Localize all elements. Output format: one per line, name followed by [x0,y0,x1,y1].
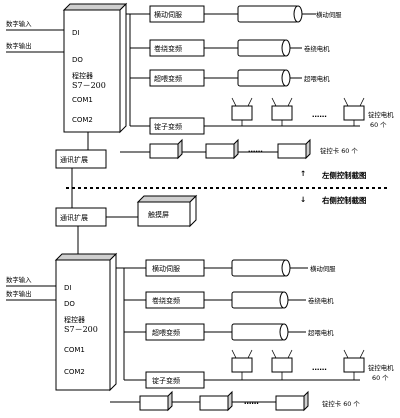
bottom-digital-output-label: 数字输出 [6,289,32,298]
top-plc: DI DO 程控器 S7－200 COM1 COM2 [62,2,128,134]
middle-comm-expansion: 通讯扩展 [55,207,138,258]
bottom-spindle-vfd-label: 锭子变频 [152,376,180,385]
left-control-section-label: 左侧控制截图 [321,171,366,180]
bottom-spindle-motor-label: 锭控电机 [368,363,394,372]
bottom-spindle-cards: …… 锭控卡 60 个 [110,390,360,412]
bottom-overfeed-motor [231,323,285,341]
touchscreen: 触摸屏 [136,194,198,228]
top-overfeed-motor [237,69,287,87]
top-spindle-vfd-label: 锭子变频 [154,122,182,131]
top-card-n [277,143,307,159]
top-spindle-motor-n [343,97,365,126]
bottom-spindle-motor-2 [271,349,293,380]
top-digital-output-label: 数字输出 [6,41,32,50]
bottom-card-n [275,395,305,411]
top-spindle-ellipsis: …… [312,110,327,119]
top-plc-front [63,9,121,133]
top-overfeed-motor-label: 超喂电机 [304,74,330,83]
top-spindle-motor-1 [231,97,253,126]
bottom-spindle-motor-1 [231,349,253,380]
bottom-traverse-servo-motor [231,259,287,277]
top-spindle-cards: …… 锭控卡 60 个 [120,138,358,160]
top-comm-box [55,149,107,169]
bottom-card-1 [139,395,169,411]
top-plc-model: S7－200 [72,81,106,90]
bottom-overfeed-vfd-label: 超喂变频 [152,328,180,337]
bottom-plc-front [55,259,111,391]
bottom-traverse-servo-device: 横动伺服 [310,264,336,273]
top-plc-side [119,2,127,134]
right-control-section-label: 右侧控制截图 [321,196,366,205]
bottom-plc: DI DO 程控器 S7－200 COM1 COM2 [54,252,118,392]
top-overfeed-vfd-label: 超喂变频 [154,74,182,83]
touchscreen-box [137,201,191,227]
top-card-label: 锭控卡 60 个 [320,146,358,155]
top-winding-vfd-label: 卷绕变频 [154,44,182,53]
section-arrow-down: ↓ [300,195,306,204]
section-arrow-up: ↑ [300,169,306,178]
bottom-card-2 [199,395,229,411]
bottom-plc-do: DO [64,300,75,308]
bottom-digital-input-label: 数字输入 [6,275,32,284]
top-row-winding-vfd: 卷绕变频 卷绕电机 [130,39,330,57]
top-spindle-motor-2 [271,97,293,126]
bottom-spindle-motor-n [343,349,365,380]
top-winding-motor [237,39,287,57]
top-traverse-servo-motor [237,5,299,23]
top-spindle-motor-label: 锭控电机 [368,110,394,119]
top-winding-motor-label: 卷绕电机 [304,44,330,53]
top-traverse-servo-device: 横动伺服 [316,10,342,19]
bottom-winding-motor-label: 卷绕电机 [308,296,334,305]
bottom-row-spindle-vfd: 锭子变频 …… 锭控电机 60 个 [124,349,394,389]
bottom-winding-vfd-label: 卷绕变频 [152,296,180,305]
top-plc-com2: COM2 [72,116,93,124]
top-card-2 [205,143,235,159]
middle-comm-label: 通讯扩展 [60,213,88,222]
bottom-spindle-motor-count: 60 个 [372,374,389,382]
bottom-traverse-servo-label: 横动伺服 [152,264,180,273]
bottom-overfeed-motor-label: 超喂电机 [308,328,334,337]
top-spindle-motor-count: 60 个 [370,121,387,129]
top-plc-name: 程控器 [72,71,93,80]
top-plc-com1: COM1 [72,96,93,104]
top-plc-roof [62,3,128,11]
bottom-plc-di: DI [64,284,71,292]
bottom-card-label: 锭控卡 60 个 [322,399,360,408]
bottom-plc-com1: COM1 [64,346,85,354]
bottom-plc-model: S7－200 [64,325,98,334]
bottom-winding-motor [231,291,285,309]
top-plc-di: DI [72,29,79,37]
top-row-spindle-vfd: 锭子变频 …… 锭控电机 60 个 [130,97,394,135]
top-card-1 [149,143,179,159]
top-traverse-servo-label: 横动伺服 [154,10,182,19]
top-row-traverse-servo: 横动伺服 横动伺服 [130,5,342,23]
bottom-plc-name: 程控器 [64,315,85,324]
top-plc-do: DO [72,56,83,64]
touchscreen-label: 触摸屏 [148,210,169,219]
top-card-ellipsis: …… [248,145,263,154]
top-digital-input-label: 数字输入 [6,19,32,28]
bottom-row-traverse-servo: 横动伺服 横动伺服 [124,259,336,277]
bottom-row-winding-vfd: 卷绕变频 卷绕电机 [124,291,334,309]
bottom-row-overfeed-vfd: 超喂变频 超喂电机 [124,323,334,341]
bottom-card-ellipsis: …… [244,397,259,406]
top-comm-label: 通讯扩展 [60,155,88,164]
top-comm-expansion: 通讯扩展 [55,132,107,208]
bottom-spindle-ellipsis: …… [312,363,327,372]
top-row-overfeed-vfd: 超喂变频 超喂电机 [130,69,330,87]
bottom-plc-com2: COM2 [64,368,85,376]
